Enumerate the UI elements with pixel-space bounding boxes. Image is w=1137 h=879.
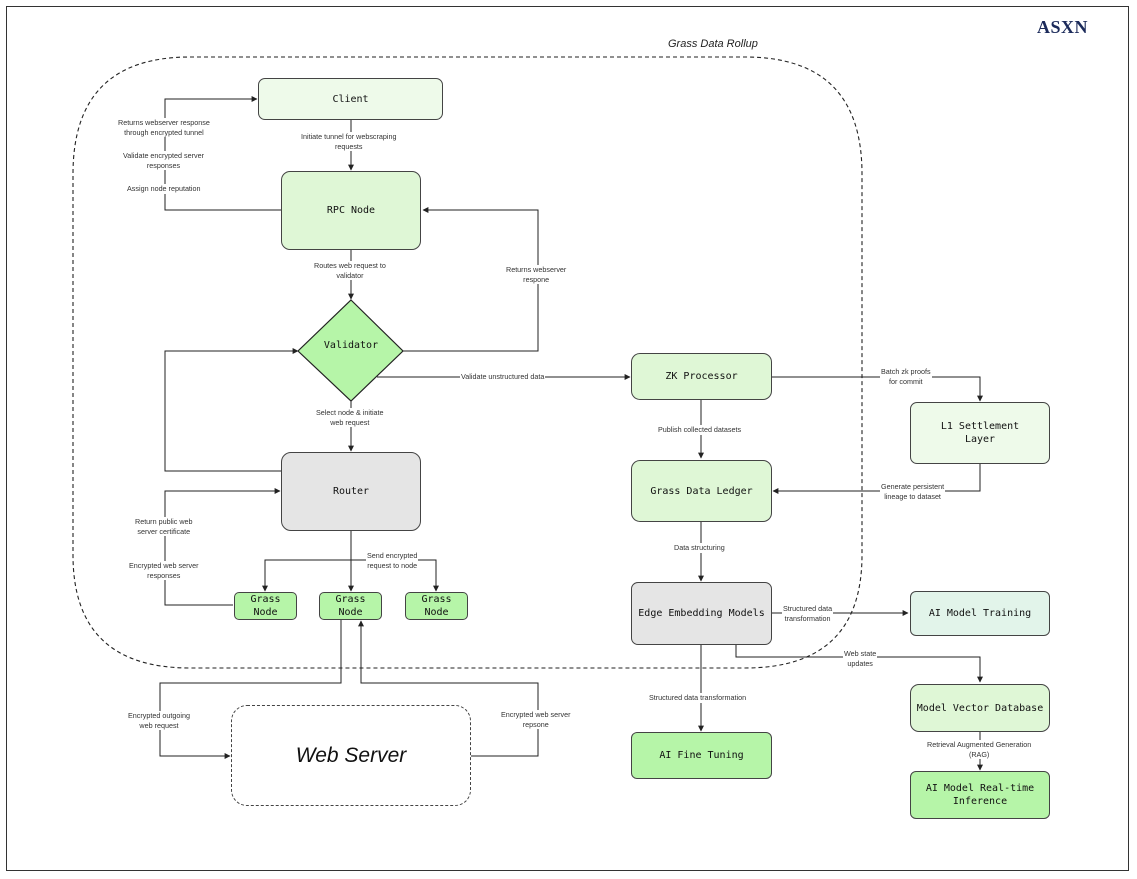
client-node: Client <box>258 78 443 120</box>
label-batch-zk: Batch zk proofs for commit <box>880 367 932 387</box>
asxn-logo: ASXN <box>1037 17 1089 37</box>
zk-processor-label: ZK Processor <box>665 371 738 382</box>
label-select-node: Select node & initiate web request <box>315 408 385 428</box>
edge-embedding-label: Edge Embedding Models <box>638 608 765 619</box>
model-vector-db-label: Model Vector Database <box>916 702 1044 714</box>
web-server-label: Web Server <box>295 743 407 767</box>
label-generate-lineage: Generate persistent lineage to dataset <box>880 482 946 502</box>
ai-realtime-inference-label: AI Model Real-time Inference <box>925 783 1035 807</box>
label-returns-response-tunnel: Returns webserver response through encry… <box>117 118 211 138</box>
edge-router-grass-split <box>262 559 351 592</box>
validator-diamond <box>297 299 404 402</box>
edge-router-validator <box>164 348 299 472</box>
grass-node-3-label: Grass Node <box>421 594 452 618</box>
diagram-frame <box>6 6 1129 871</box>
l1-settlement-node: L1 Settlement Layer <box>910 402 1050 464</box>
ai-fine-tuning-label: AI Fine Tuning <box>659 750 744 761</box>
label-rag: Retrieval Augmented Generation (RAG) <box>926 740 1033 760</box>
grass-node-1: Grass Node <box>234 592 297 620</box>
rpc-node: RPC Node <box>281 171 421 250</box>
edge-l1-ledger <box>772 464 981 494</box>
router-node: Router <box>281 452 421 531</box>
label-structured-transformation-right: Structured data transformation <box>782 604 834 624</box>
grass-node-2-label: Grass Node <box>335 594 366 618</box>
grass-data-ledger-node: Grass Data Ledger <box>631 460 772 522</box>
validator-label: Validator <box>323 340 379 351</box>
edge-grass-webserver <box>159 620 342 759</box>
edge-zk-l1 <box>772 376 983 402</box>
client-label: Client <box>332 93 369 105</box>
label-send-encrypted: Send encrypted request to node <box>366 551 419 571</box>
grass-data-ledger-label: Grass Data Ledger <box>650 485 753 497</box>
label-structured-transformation-down: Structured data transformation <box>648 693 748 703</box>
label-validate-encrypted: Validate encrypted server responses <box>122 151 205 171</box>
label-web-state-updates: Web state updates <box>843 649 878 669</box>
router-label: Router <box>332 486 370 497</box>
edge-grass-router <box>164 488 281 606</box>
zk-processor-node: ZK Processor <box>631 353 772 400</box>
edge-webserver-grass <box>358 620 539 757</box>
label-initiate-tunnel: Initiate tunnel for webscraping requests <box>300 132 398 152</box>
l1-settlement-label: L1 Settlement Layer <box>940 421 1020 445</box>
edge-embedding-node: Edge Embedding Models <box>631 582 772 645</box>
ai-fine-tuning-node: AI Fine Tuning <box>631 732 772 779</box>
label-validate-unstructured: Validate unstructured data <box>460 372 546 382</box>
model-vector-db-node: Model Vector Database <box>910 684 1050 732</box>
ai-realtime-inference-node: AI Model Real-time Inference <box>910 771 1050 819</box>
label-encrypted-outgoing: Encrypted outgoing web request <box>127 711 191 731</box>
label-encrypted-responses: Encrypted web server responses <box>128 561 200 581</box>
web-server-node: Web Server <box>231 705 471 806</box>
ai-model-training-label: AI Model Training <box>928 608 1032 619</box>
grass-node-2: Grass Node <box>319 592 382 620</box>
grass-node-3: Grass Node <box>405 592 468 620</box>
label-routes-request: Routes web request to validator <box>313 261 387 281</box>
label-publish-datasets: Publish collected datasets <box>657 425 743 435</box>
label-assign-reputation: Assign node reputation <box>126 184 202 194</box>
label-return-certificate: Return public web server certificate <box>134 517 194 537</box>
rpc-node-label: RPC Node <box>326 205 376 216</box>
rollup-boundary <box>72 56 863 669</box>
label-returns-webserver-respone: Returns webserver respone <box>505 265 568 285</box>
rollup-title: Grass Data Rollup <box>668 38 758 50</box>
label-encrypted-repsone: Encrypted web server repsone <box>500 710 572 730</box>
grass-node-1-label: Grass Node <box>250 594 281 618</box>
label-data-structuring: Data structuring <box>673 543 726 553</box>
ai-model-training-node: AI Model Training <box>910 591 1050 636</box>
